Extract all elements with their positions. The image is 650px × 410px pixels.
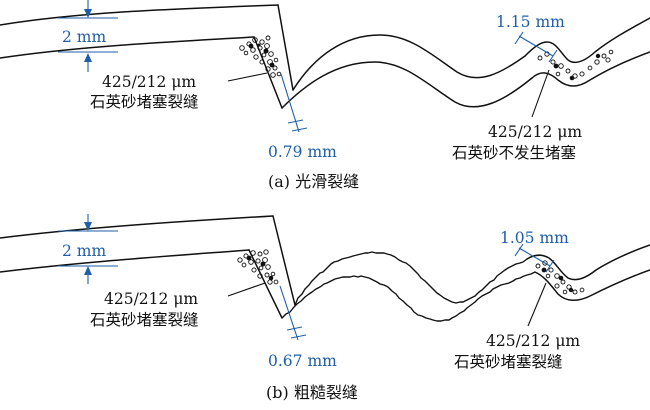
panel-a-right-upper-wall <box>524 17 650 64</box>
panel-b-left-grain-label: 425/212 μm <box>104 290 198 308</box>
panel-a-left-lower-wall <box>0 36 255 59</box>
panel-b-width-label: 2 mm <box>62 242 106 260</box>
panel-a-right-sand-grains <box>537 49 614 81</box>
panel-a-mid-lower-wall <box>281 61 533 109</box>
panel-b-right-sand-grains <box>535 260 585 295</box>
panel-b-right-upper-wall <box>526 244 650 281</box>
panel-a-left-upper-wall <box>0 4 279 26</box>
panel-a-right-lower-wall <box>531 51 650 87</box>
panel-a-left-aperture-dimension: 0.79 mm <box>268 73 337 161</box>
panel-a-right-aperture-dimension: 1.15 mm <box>496 13 565 63</box>
panel-b-left-narrowing-upper <box>272 215 296 306</box>
panel-b-left-leader <box>227 282 266 297</box>
panel-a-left-narrowing-lower <box>253 36 283 109</box>
panel-b: 2 mm 0.67 mm 1.05 mm 425/212 μm 石英砂堵塞裂缝 … <box>0 214 650 402</box>
panel-b-left-aperture-dimension: 0.67 mm <box>268 285 337 370</box>
panel-b-left-status-label: 石英砂堵塞裂缝 <box>90 311 199 329</box>
panel-b-left-upper-wall <box>0 215 274 239</box>
panel-a-right-aperture-label: 1.15 mm <box>496 13 565 31</box>
panel-b-caption: (b) 粗糙裂缝 <box>266 383 358 402</box>
panel-b-left-lower-wall <box>0 249 250 273</box>
panel-b-right-aperture-label: 1.05 mm <box>500 229 569 247</box>
panel-b-mid-upper-wall <box>294 251 528 306</box>
panel-a-left-leader <box>227 72 268 82</box>
panel-b-left-sand-grains <box>237 249 279 285</box>
panel-a-left-narrowing-upper <box>277 4 294 91</box>
panel-a: 2 mm 0.79 mm 1.15 mm 425/212 μm 石英砂堵塞裂缝 … <box>0 0 650 191</box>
panel-a-right-status-label: 石英砂不发生堵塞 <box>452 144 576 162</box>
panel-a-width-dimension: 2 mm <box>58 0 118 72</box>
panel-a-right-grain-label: 425/212 μm <box>488 123 582 141</box>
panel-a-left-grain-label: 425/212 μm <box>102 73 196 91</box>
panel-b-right-grain-label: 425/212 μm <box>486 332 580 350</box>
panel-a-mid-upper-wall <box>292 34 526 91</box>
panel-a-left-status-label: 石英砂堵塞裂缝 <box>90 93 199 111</box>
panel-a-left-sand-grains <box>239 35 282 78</box>
panel-b-mid-lower-wall <box>281 271 536 322</box>
panel-a-caption: (a) 光滑裂缝 <box>268 172 359 191</box>
panel-b-right-status-label: 石英砂堵塞裂缝 <box>454 353 563 371</box>
panel-a-left-aperture-label: 0.79 mm <box>268 143 337 161</box>
panel-b-right-lower-wall <box>534 269 650 301</box>
panel-b-right-aperture-dimension: 1.05 mm <box>500 229 569 273</box>
panel-a-right-leader <box>531 69 550 118</box>
panel-b-left-aperture-label: 0.67 mm <box>268 352 337 370</box>
panel-a-width-label: 2 mm <box>62 28 106 46</box>
panel-b-right-leader <box>527 282 547 327</box>
panel-b-width-dimension: 2 mm <box>58 214 118 284</box>
panel-b-left-narrowing-lower <box>248 249 283 319</box>
